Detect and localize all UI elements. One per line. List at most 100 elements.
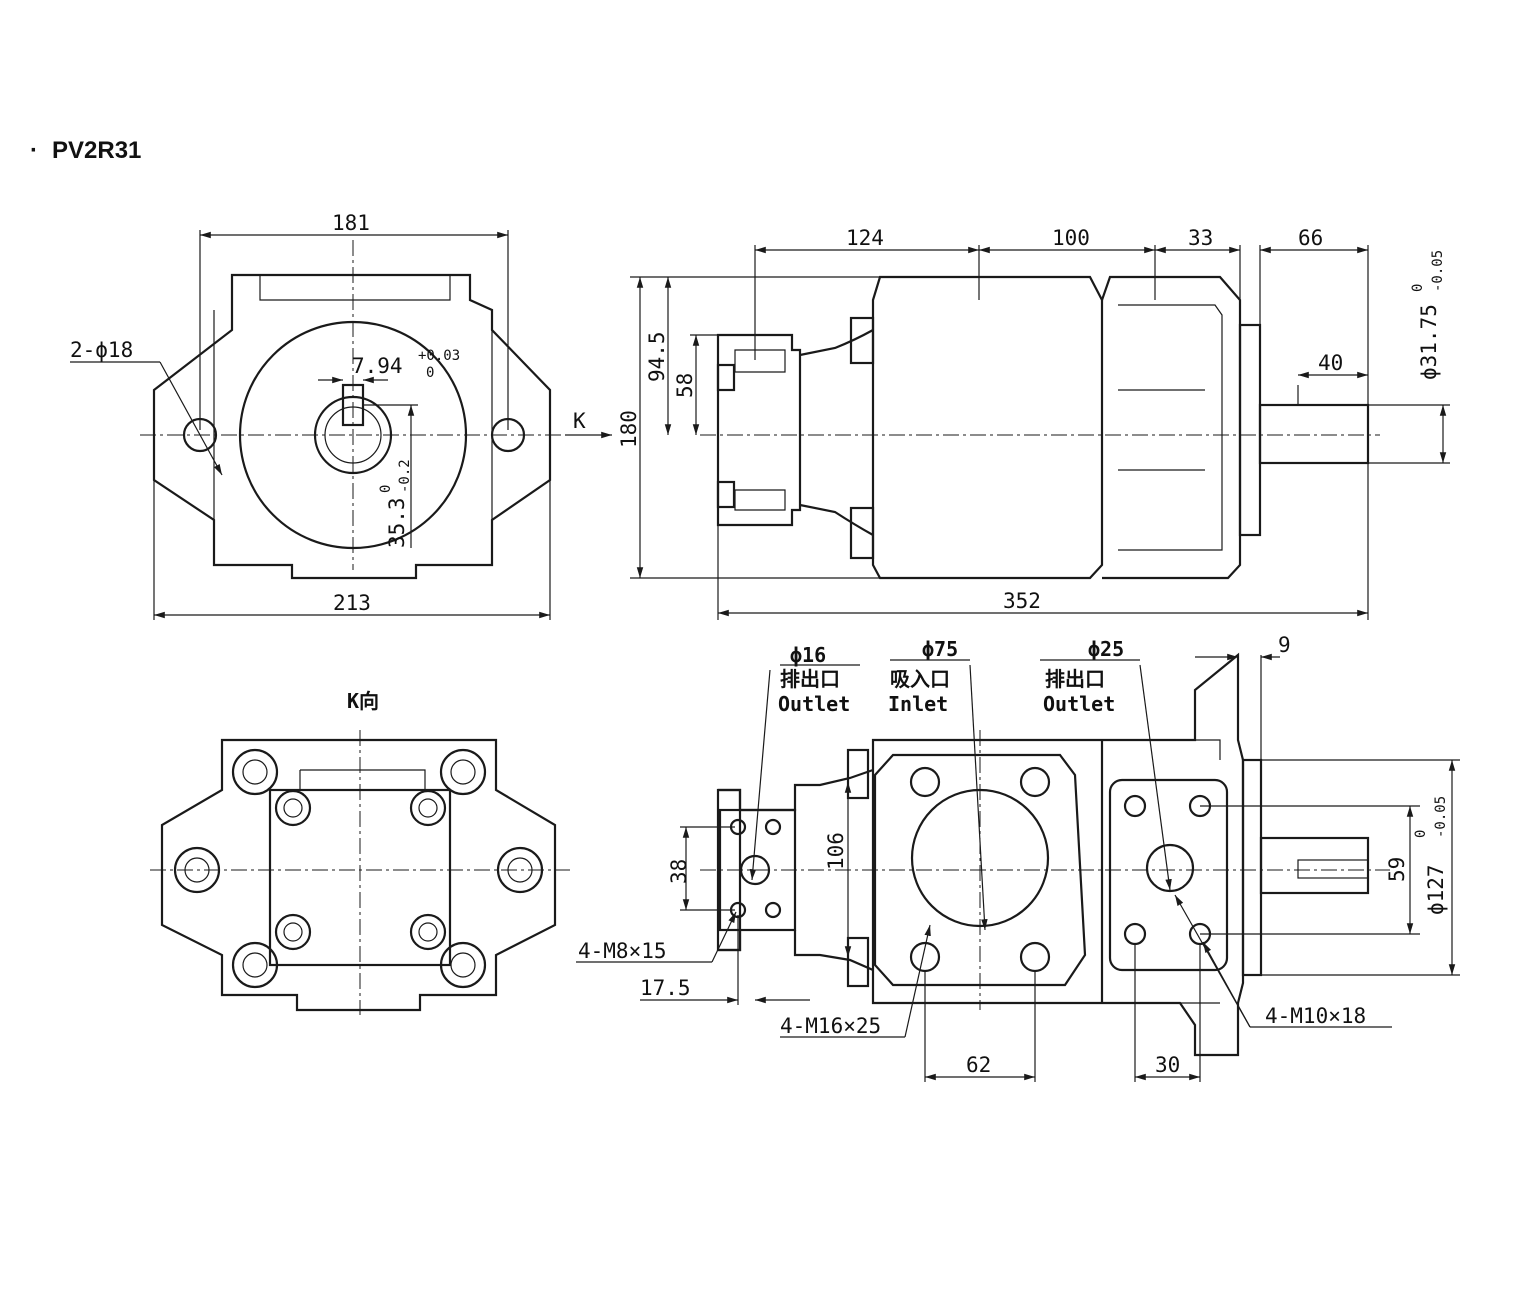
- k-inner-tl: [274, 789, 312, 827]
- k-bolt-tr: [439, 748, 487, 796]
- tol-pilot-upper: 0: [1413, 830, 1429, 838]
- k-view-bolts: [173, 748, 544, 989]
- port-2-en: Inlet: [888, 692, 948, 716]
- dim-100: 100: [1052, 226, 1090, 250]
- side-view: 124 100 33 66 180 94.5 58 40 ϕ31.75 0 -0…: [617, 226, 1450, 620]
- k-inner-tr: [409, 789, 447, 827]
- dim-30: 30: [1155, 1053, 1180, 1077]
- label-m8: 4-M8×15: [578, 939, 667, 963]
- dim-124: 124: [846, 226, 884, 250]
- dim-shaft-dia: ϕ31.75: [1417, 304, 1441, 380]
- label-m16: 4-M16×25: [780, 1014, 881, 1038]
- dim-40: 40: [1318, 351, 1343, 375]
- inlet-bolt-tr: [1019, 766, 1051, 798]
- dim-33: 33: [1188, 226, 1213, 250]
- leader-port-3: [1139, 664, 1172, 891]
- dim-66: 66: [1298, 226, 1323, 250]
- top-bolt-a: [846, 748, 870, 800]
- k-view-outline: [160, 738, 557, 1012]
- port-3-dia: ϕ25: [1088, 637, 1124, 661]
- side-bolt-1: [716, 363, 736, 392]
- leader-m8: [711, 911, 737, 963]
- k-inner-tr-in: [418, 798, 438, 818]
- port-2-cn: 吸入口: [890, 667, 950, 691]
- dim-213: 213: [333, 591, 371, 615]
- dim-62: 62: [966, 1053, 991, 1077]
- title-bullet: ·: [30, 137, 38, 164]
- port-1-cn: 排出口: [780, 667, 840, 691]
- side-transition: [799, 329, 874, 536]
- leader-m16: [904, 924, 931, 1038]
- dim-58: 58: [673, 373, 697, 398]
- leader-port-2: [969, 664, 988, 931]
- k-label: K: [573, 409, 586, 433]
- dim-key-width: 7.94: [352, 354, 403, 378]
- leader-port-1: [749, 669, 771, 881]
- inlet-bolt-tl: [909, 766, 941, 798]
- leader-holes: [159, 361, 223, 476]
- top-pilot: [1241, 758, 1263, 977]
- top-keyway: [1297, 859, 1369, 879]
- label-holes: 2-ϕ18: [70, 338, 133, 362]
- tol-kh-upper: 0: [378, 485, 394, 493]
- dim-key-height: 35.3: [385, 497, 409, 548]
- k-view: K向: [150, 689, 570, 1015]
- side-rear-inner: [1118, 304, 1223, 551]
- k-bolt-bl: [231, 941, 279, 989]
- k-bolt-tl-in: [242, 759, 268, 785]
- port-1-en: Outlet: [778, 692, 850, 716]
- k-inner-br-in: [418, 922, 438, 942]
- port-3-cn: 排出口: [1045, 667, 1105, 691]
- side-rear-body: [1100, 275, 1242, 580]
- k-bolt-br-in: [450, 952, 476, 978]
- outlet2-flange: [1108, 778, 1229, 972]
- tol-shaft-upper: 0: [1410, 284, 1426, 292]
- outlet2-bolt-tl: [1123, 794, 1147, 818]
- side-cartridge: [871, 275, 1104, 580]
- k-inner-tl-in: [283, 798, 303, 818]
- k-view-title: K向: [347, 689, 379, 713]
- port-label-outlet-1: ϕ16 排出口 Outlet: [778, 643, 860, 716]
- k-inner-br: [409, 913, 447, 951]
- title-block: · PV2R31: [30, 137, 141, 164]
- tol-shaft-lower: -0.05: [1430, 250, 1446, 292]
- port-label-inlet: ϕ75 吸入口 Inlet: [888, 637, 970, 716]
- port-2-dia: ϕ75: [922, 637, 958, 661]
- top-shaft: [1259, 836, 1370, 895]
- outlet2-port: [1145, 843, 1195, 893]
- side-inlet-flange: [716, 333, 802, 527]
- outlet1-bolt-tr: [764, 818, 782, 836]
- front-body-inner: [213, 275, 493, 520]
- outlet1-bolt-br: [764, 901, 782, 919]
- inlet-bolt-br: [1019, 941, 1051, 973]
- k-bolt-bl-in: [242, 952, 268, 978]
- k-bolt-tr-in: [450, 759, 476, 785]
- side-pilot: [1238, 323, 1262, 537]
- dim-352: 352: [1003, 589, 1041, 613]
- dim-9: 9: [1278, 633, 1291, 657]
- tol-pilot-lower: -0.05: [1433, 796, 1449, 838]
- side-bolt-2: [716, 480, 736, 509]
- dim-94-5: 94.5: [645, 331, 669, 382]
- dim-181: 181: [332, 211, 370, 235]
- dim-pilot: ϕ127: [1424, 864, 1448, 915]
- side-shaft: [1258, 403, 1370, 465]
- top-view: ϕ16 排出口 Outlet ϕ75 吸入口 Inlet ϕ25 排出口 Out…: [576, 633, 1460, 1082]
- inlet-flange: [873, 753, 1087, 987]
- front-view: 181 213 2-ϕ18 7.94 +0.03 0 35.3 0 -0.2 K: [70, 211, 612, 620]
- dim-106: 106: [824, 832, 848, 870]
- k-bolt-br: [439, 941, 487, 989]
- port-label-outlet-2: ϕ25 排出口 Outlet: [1040, 637, 1140, 716]
- outlet2-bolt-bl: [1123, 922, 1147, 946]
- side-inlet-detail: [734, 349, 786, 511]
- tol-key-upper: +0.03: [418, 348, 460, 364]
- port-3-en: Outlet: [1043, 692, 1115, 716]
- page-title: PV2R31: [52, 137, 141, 164]
- label-m10: 4-M10×18: [1265, 1004, 1366, 1028]
- k-view-boss: [299, 769, 426, 790]
- tol-kh-lower: -0.2: [397, 459, 413, 493]
- dim-180: 180: [617, 410, 641, 448]
- leader-m10-b: [1202, 941, 1251, 1028]
- dim-17-5: 17.5: [640, 976, 691, 1000]
